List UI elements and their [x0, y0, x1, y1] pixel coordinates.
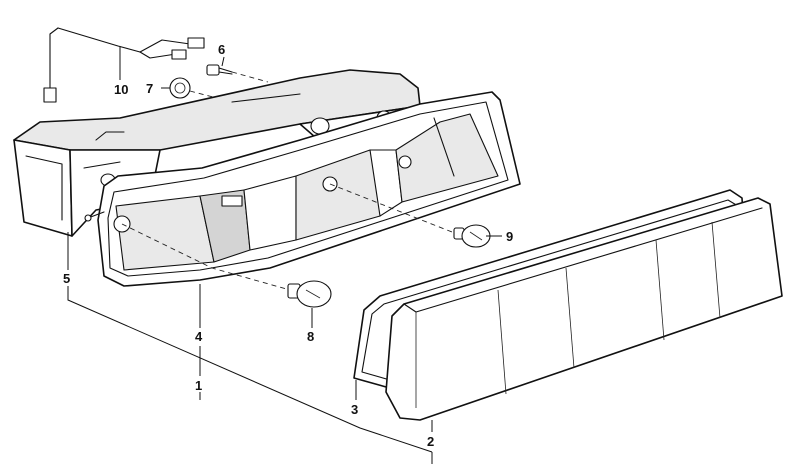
bulb-small-part — [453, 224, 491, 248]
callout-7: 7 — [146, 81, 153, 96]
leader-lines — [67, 46, 502, 464]
callout-1: 1 — [195, 378, 202, 393]
screw-part — [206, 64, 269, 83]
callout-9: 9 — [506, 229, 513, 244]
callout-10: 10 — [114, 82, 128, 97]
callout-6: 6 — [218, 42, 225, 57]
callout-3: 3 — [351, 402, 358, 417]
callout-8: 8 — [307, 329, 314, 344]
callout-labels: 10 7 6 5 4 1 8 9 3 2 — [63, 42, 513, 449]
callout-5: 5 — [63, 271, 70, 286]
callout-4: 4 — [195, 329, 203, 344]
lens-part — [385, 197, 783, 421]
bulb-carrier-part — [84, 91, 521, 291]
knurled-nut-part — [169, 77, 233, 103]
callout-2: 2 — [427, 434, 434, 449]
bulb-large-part — [287, 280, 332, 308]
wiring-harness-part — [43, 27, 205, 103]
